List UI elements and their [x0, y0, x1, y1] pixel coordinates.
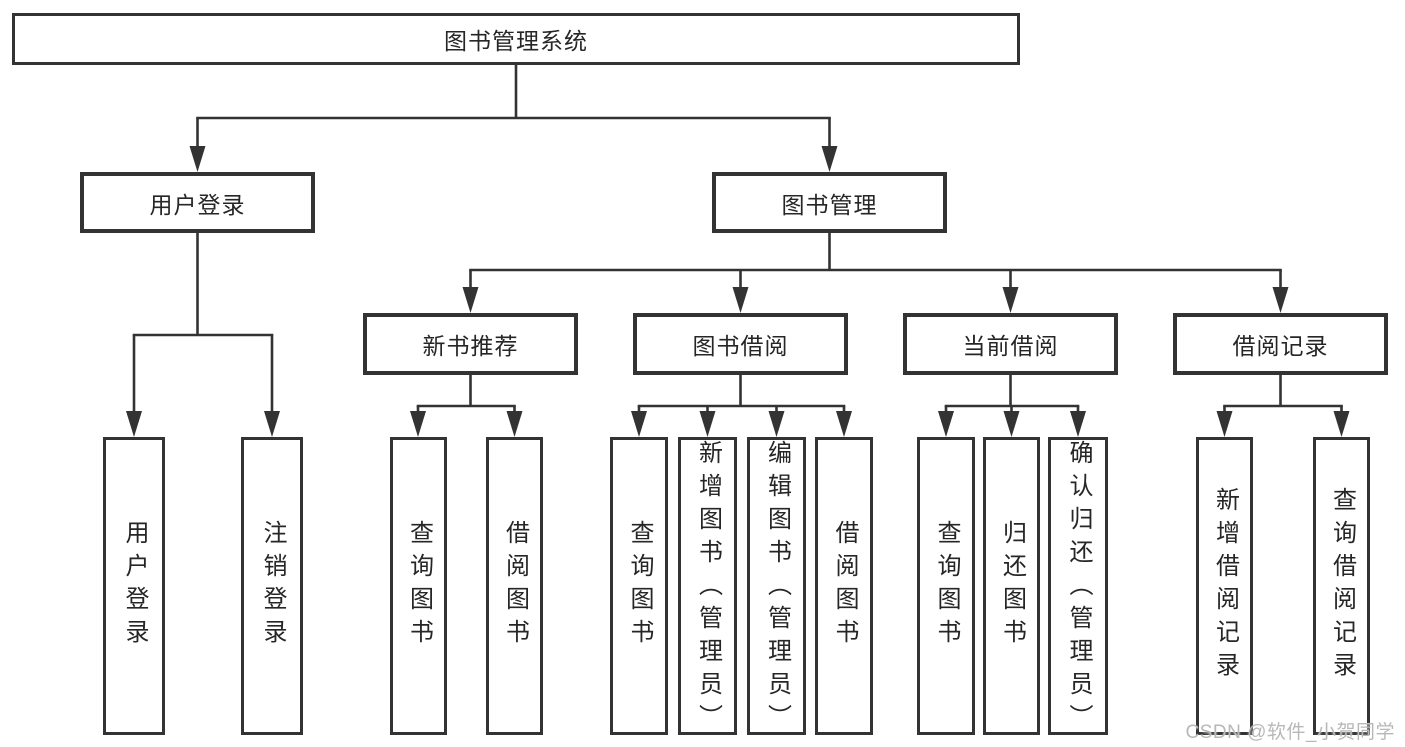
- arrowhead-icons: [126, 146, 1350, 437]
- leaf-label: 编辑图书（管理员）: [763, 440, 791, 737]
- node-borrow-records: 借阅记录: [1173, 313, 1388, 375]
- leaf-label: 查询图书: [933, 520, 960, 652]
- leaf-logout: 注销登录: [241, 437, 303, 735]
- leaf-query-borrow-record: 查询借阅记录: [1313, 437, 1370, 735]
- leaf-edit-books-admin: 编辑图书（管理员）: [747, 437, 806, 737]
- leaf-add-borrow-record: 新增借阅记录: [1196, 437, 1253, 735]
- node-book-management: 图书管理: [712, 172, 947, 233]
- node-current-borrow: 当前借阅: [903, 313, 1118, 375]
- node-label: 用户登录: [149, 191, 246, 218]
- leaf-label: 确认归还（管理员）: [1065, 440, 1092, 737]
- node-label: 借阅记录: [1232, 333, 1329, 359]
- leaf-confirm-return-admin: 确认归还（管理员）: [1048, 437, 1108, 737]
- leaf-label: 借阅图书: [501, 520, 529, 652]
- node-label: 当前借阅: [962, 333, 1059, 359]
- leaf-user-login: 用户登录: [103, 437, 165, 735]
- leaf-borrow-books: 借阅图书: [815, 437, 873, 735]
- node-label: 图书管理系统: [444, 28, 588, 54]
- node-label: 图书管理: [781, 191, 878, 218]
- leaf-label: 新增借阅记录: [1211, 487, 1239, 685]
- node-book-borrow: 图书借阅: [633, 313, 848, 375]
- leaf-label: 归还图书: [998, 520, 1026, 652]
- leaf-label: 借阅图书: [831, 520, 858, 652]
- node-label: 新书推荐: [422, 333, 519, 359]
- leaf-label: 用户登录: [121, 520, 148, 652]
- watermark: CSDN @软件_小贺同学: [1185, 722, 1395, 743]
- leaf-label: 新增图书（管理员）: [694, 440, 722, 737]
- node-root-library-system: 图书管理系统: [12, 13, 1020, 65]
- leaf-query-books-borrow: 查询图书: [610, 437, 668, 735]
- leaf-label: 查询图书: [405, 520, 433, 652]
- leaf-query-books-recommend: 查询图书: [390, 437, 447, 735]
- leaf-query-books-current: 查询图书: [917, 437, 975, 735]
- leaf-label: 查询图书: [626, 520, 653, 652]
- leaf-borrow-books-recommend: 借阅图书: [486, 437, 543, 735]
- leaf-label: 查询借阅记录: [1328, 487, 1356, 685]
- node-user-login: 用户登录: [80, 172, 315, 233]
- node-new-book-recommend: 新书推荐: [363, 313, 578, 375]
- leaf-return-books: 归还图书: [983, 437, 1040, 735]
- node-label: 图书借阅: [692, 333, 789, 359]
- leaf-add-books-admin: 新增图书（管理员）: [678, 437, 737, 737]
- leaf-label: 注销登录: [259, 520, 286, 652]
